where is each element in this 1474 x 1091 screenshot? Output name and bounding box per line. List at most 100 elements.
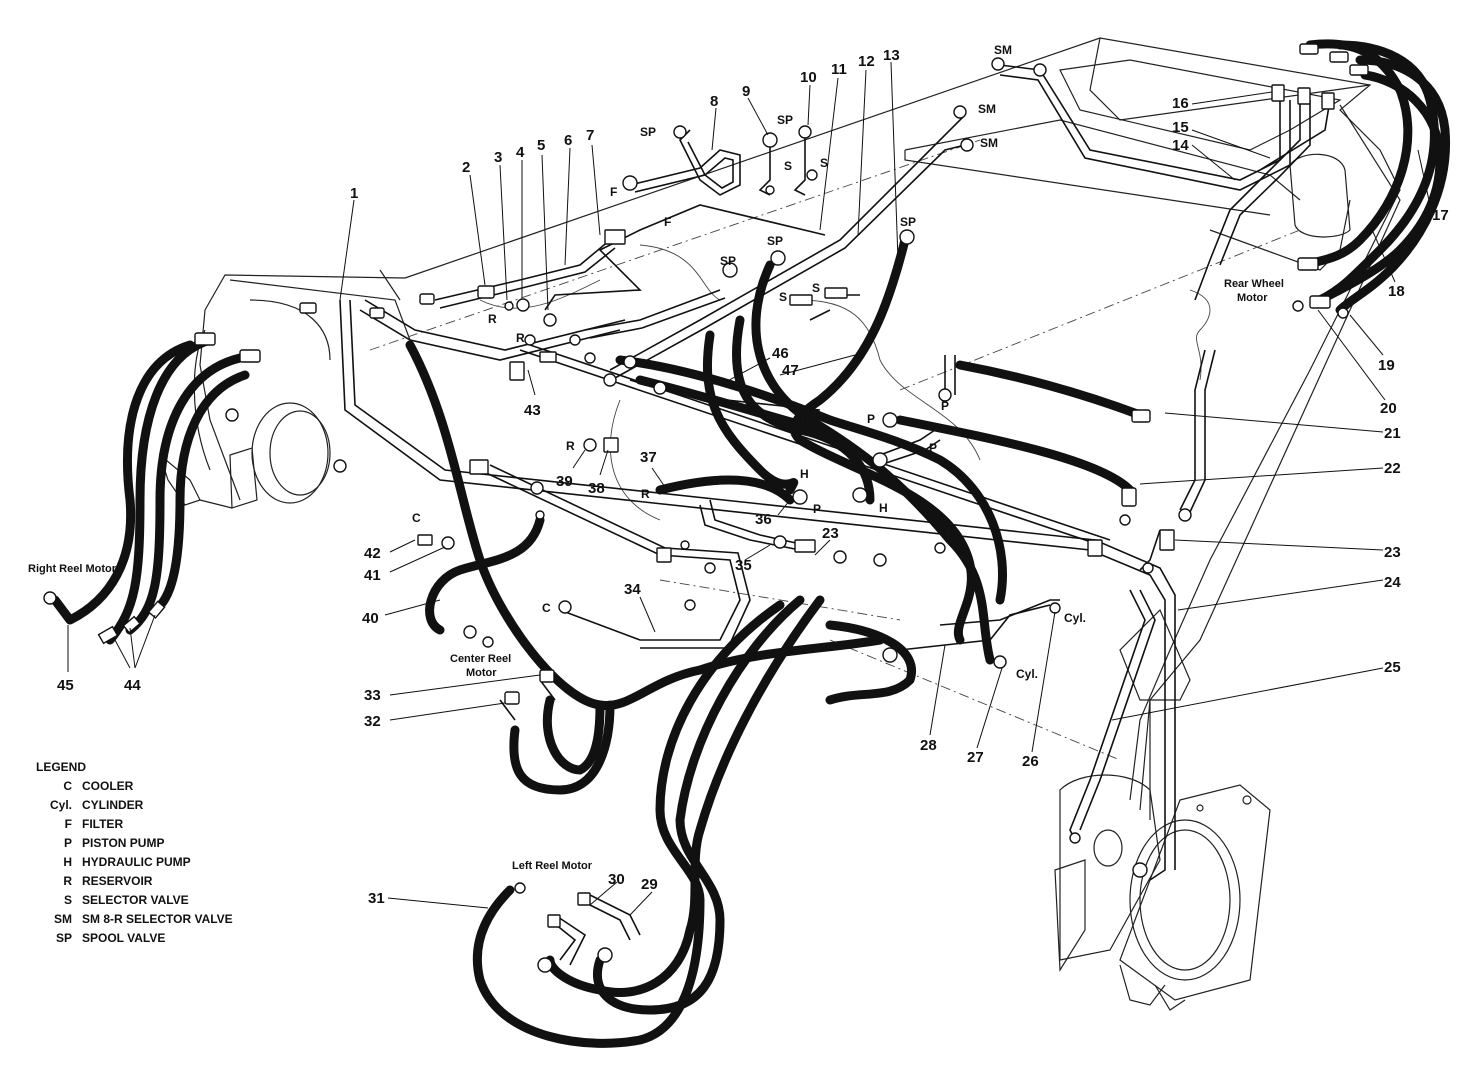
label-rear-wheel-motor-line2: Motor [1237,292,1268,304]
fittings [43,43,1369,973]
tag-sp-center: SP [767,234,783,248]
hose-30 [545,595,825,997]
callout-8: 8 [710,93,718,110]
hose-44c [150,370,250,615]
callout-24: 24 [1384,574,1401,591]
tag-sm-upper: SM [978,102,996,116]
callout-35: 35 [735,557,752,574]
callout-23-right: 23 [1384,544,1401,561]
callout-40: 40 [362,610,379,627]
callout-2: 2 [462,159,470,176]
callout-11: 11 [831,61,847,78]
legend-abbr-p: P [64,836,72,850]
callout-9: 9 [742,83,750,100]
tag-h-right: H [879,501,888,515]
callout-21: 21 [1384,425,1401,442]
hose-20 [1315,70,1445,305]
callout-33: 33 [364,687,381,704]
hose-29 [593,595,805,1015]
legend-abbr-sp: SP [56,931,72,945]
hose-21 [955,360,1145,420]
hose-31 [472,600,785,1048]
legend: LEGEND C COOLER Cyl. CYLINDER F FILTER P… [36,760,233,945]
flexible-hoses [50,39,1451,1048]
hose-sp-h [751,260,995,665]
legend-abbr-s: S [64,893,72,907]
callout-23-center: 23 [822,525,839,542]
callout-3: 3 [494,149,502,166]
tag-p-mid: P [867,412,875,426]
hose-32 [509,700,615,795]
callout-41: 41 [364,567,381,584]
tag-sp-left: SP [720,254,736,268]
tag-sm-lower: SM [980,136,998,150]
tag-sp-13: SP [900,215,916,229]
hose-44a [105,335,215,645]
legend-text-r: RESERVOIR [82,874,153,888]
tag-r-39: R [566,439,575,453]
callout-20: 20 [1380,400,1397,417]
label-right-reel-motor: Right Reel Motor [28,563,117,575]
callout-10: 10 [800,69,817,86]
legend-abbr-cyl: Cyl. [50,798,72,812]
component-labels: Rear Wheel Motor Right Reel Motor Center… [28,278,1284,872]
port-tags: SM SM SM SP SP SP SP SP F F S S S S R R … [412,43,1086,681]
callout-14: 14 [1172,137,1189,154]
legend-text-h: HYDRAULIC PUMP [82,855,191,869]
callout-12: 12 [858,53,875,70]
tag-p-21: P [941,399,949,413]
callout-29: 29 [641,876,658,893]
callout-42: 42 [364,545,381,562]
hose-parallel [635,375,825,435]
hose-40-main [405,340,885,711]
label-center-reel-motor-line2: Motor [466,667,497,679]
callout-28: 28 [920,737,937,754]
tag-p-36: P [813,502,821,516]
hose-37 [655,475,795,505]
callout-39: 39 [556,473,573,490]
tag-cyl-27: Cyl. [1016,667,1038,681]
legend-abbr-c: C [63,779,72,793]
hose-13 [789,235,976,645]
hose-17 [1300,39,1413,270]
callout-1: 1 [350,185,358,202]
tag-r-3: R [488,312,497,326]
callout-numbers: 1 2 3 4 5 6 7 8 9 10 11 12 13 14 15 16 1… [57,47,1449,907]
hose-44b [125,353,245,635]
label-left-reel-motor: Left Reel Motor [512,860,593,872]
label-center-reel-motor-line1: Center Reel [450,653,511,665]
chassis-frame [158,37,1401,1011]
legend-text-s: SELECTOR VALVE [82,893,189,907]
tag-f-8: F [610,185,617,199]
callout-17: 17 [1432,207,1449,224]
hose-45 [50,340,195,625]
tag-s-9: S [784,159,792,173]
hose-center-cooler [825,620,916,705]
legend-abbr-f: F [65,817,72,831]
callout-25: 25 [1384,659,1401,676]
tag-s-10: S [820,156,828,170]
legend-title: LEGEND [36,760,86,774]
hose-18 [1315,40,1439,305]
leader-lines [67,61,1431,916]
callout-27: 27 [967,749,984,766]
callout-16: 16 [1172,95,1189,112]
callout-13: 13 [883,47,900,64]
legend-abbr-r: R [63,874,72,888]
callout-45: 45 [57,677,74,694]
tag-sp-10: SP [777,113,793,127]
callout-22: 22 [1384,460,1401,477]
legend-text-sp: SPOOL VALVE [82,931,165,945]
callout-47: 47 [782,362,799,379]
callout-38: 38 [588,480,605,497]
hose-40 [425,515,545,635]
legend-abbr-sm: SM [54,912,72,926]
legend-text-c: COOLER [82,779,134,793]
tag-s-right: S [812,281,820,295]
tag-h-center: H [800,467,809,481]
tag-c-42: C [412,511,421,525]
tag-r-37: R [641,487,650,501]
callout-44: 44 [124,677,141,694]
hose-22 [895,415,1135,495]
